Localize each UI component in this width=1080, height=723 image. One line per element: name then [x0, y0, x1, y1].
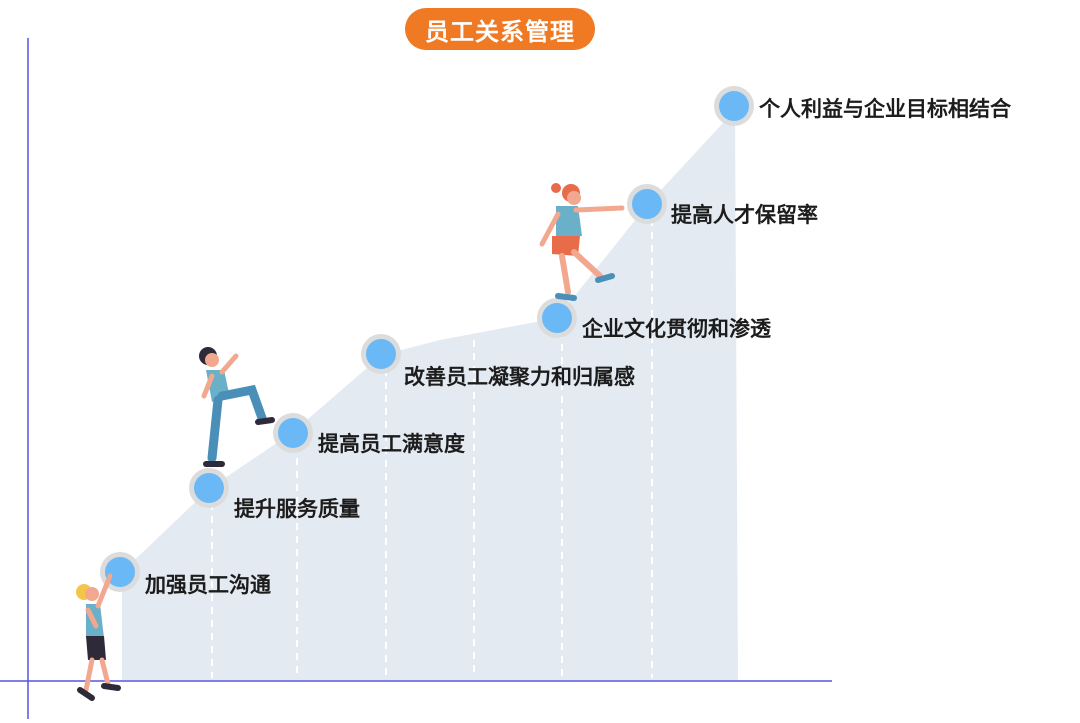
step-marker	[627, 184, 667, 224]
title-badge: 员工关系管理	[405, 8, 595, 50]
step-label-3: 提高员工满意度	[318, 432, 465, 456]
step-marker	[714, 86, 754, 126]
growth-area	[122, 110, 738, 680]
step-marker	[361, 334, 401, 374]
step-label-1: 加强员工沟通	[145, 573, 271, 597]
step-marker	[273, 413, 313, 453]
title-text: 员工关系管理	[425, 17, 575, 46]
step-label-6: 提高人才保留率	[671, 203, 818, 227]
climber-boy-figure	[199, 347, 275, 467]
climber-girl-figure	[539, 183, 625, 301]
step-label-4: 改善员工凝聚力和归属感	[404, 365, 635, 389]
step-label-5: 企业文化贯彻和渗透	[582, 317, 771, 341]
step-marker	[537, 298, 577, 338]
step-marker	[189, 468, 229, 508]
step-label-7: 个人利益与企业目标相结合	[759, 97, 1011, 121]
climber-child-figure	[76, 573, 121, 701]
dashed-guides	[211, 206, 653, 678]
step-label-2: 提升服务质量	[234, 497, 360, 521]
